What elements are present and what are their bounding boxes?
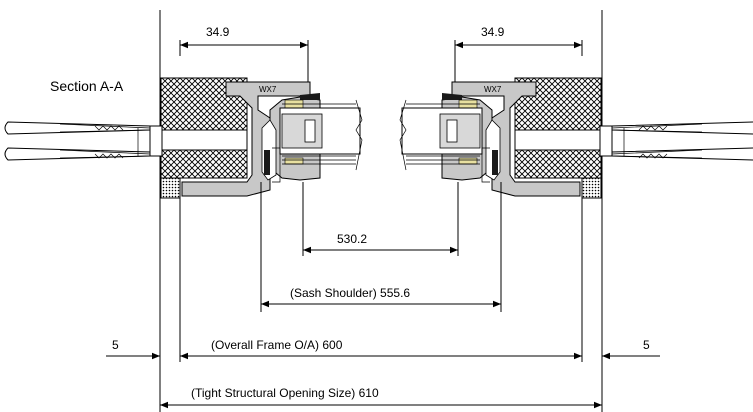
right-profile-code: WX7 [484,85,502,94]
dim-structural-opening-label: (Tight Structural Opening Size) 610 [191,386,379,400]
dim-right-sash-label: 34.9 [481,25,505,39]
right-fixing-anchor [599,121,753,161]
left-profile-code: WX7 [259,85,277,94]
dim-left-clearance-label: 5 [112,338,119,352]
dim-right-clearance: 5 [602,338,660,360]
dim-structural-opening: (Tight Structural Opening Size) 610 [160,386,602,409]
dim-overall-frame-label: (Overall Frame O/A) 600 [211,338,343,352]
left-fixing-anchor [4,121,163,161]
left-frame-profile: WX7 [181,81,311,197]
dim-left-clearance: 5 [106,338,196,360]
dim-glass-sight-label: 530.2 [337,232,367,246]
section-label: Section A-A [50,78,124,94]
dim-right-clearance-label: 5 [643,338,650,352]
right-glazing-unit [399,99,483,171]
right-frame-profile [451,81,581,197]
dim-overall-frame: (Overall Frame O/A) 600 [179,198,583,362]
dim-left-sash-label: 34.9 [206,25,230,39]
left-glazing-unit [279,99,363,171]
dim-sash-shoulder-label: (Sash Shoulder) 555.6 [290,286,410,300]
dim-sash-shoulder: (Sash Shoulder) 555.6 [260,182,502,312]
dim-left-sash: 34.9 [179,25,309,82]
dim-glass-sight: 530.2 [302,182,459,256]
right-wall-section [514,77,602,199]
dim-right-sash: 34.9 [454,25,583,82]
